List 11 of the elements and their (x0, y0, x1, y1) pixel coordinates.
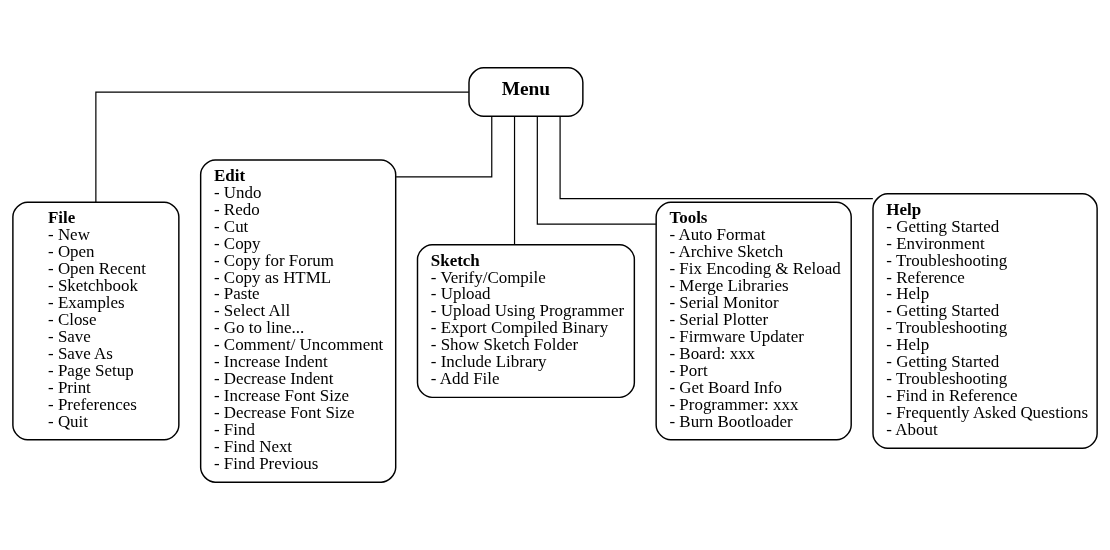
node-box: Tools - Auto Format - Archive Sketch - Fix Encoding & Reload - Merge Libraries - Serial Monitor - Serial Plotter - Firmware Updater - Board: xxx - Port - Get Board Info - Programmer: xxx - Burn Bootloader (655, 201, 852, 441)
connector (536, 116, 657, 225)
node-box: File - New - Open - Open Recent - Sketchbook - Examples - Close - Save - Save As - Page Setup - Print - Preferences - Quit (12, 201, 180, 441)
connector (513, 115, 516, 246)
node-box: Help - Getting Started - Environment - Troubleshooting - Reference - Help - Getting Started - Troubleshooting - Help - Getting Started - Troubleshooting - Find in Reference - Frequently Asked Questions - About (872, 193, 1098, 449)
connector (95, 91, 470, 203)
connector (559, 116, 874, 200)
connector (395, 116, 493, 178)
node-box: Edit - Undo - Redo - Cut - Copy - Copy for Forum - Copy as HTML - Paste - Select All - Go to line... - Comment/ Uncomment - Increase Indent - Decrease Indent - Increase Font Size - Decrease Font Size - Find - Find Next - Find Previous (199, 159, 397, 483)
node-box: Sketch - Verify/Compile - Upload - Upload Using Programmer - Export Compiled Binary - Show Sketch Folder - Include Library - Add File (416, 244, 636, 399)
node-box: Menu (468, 67, 584, 118)
